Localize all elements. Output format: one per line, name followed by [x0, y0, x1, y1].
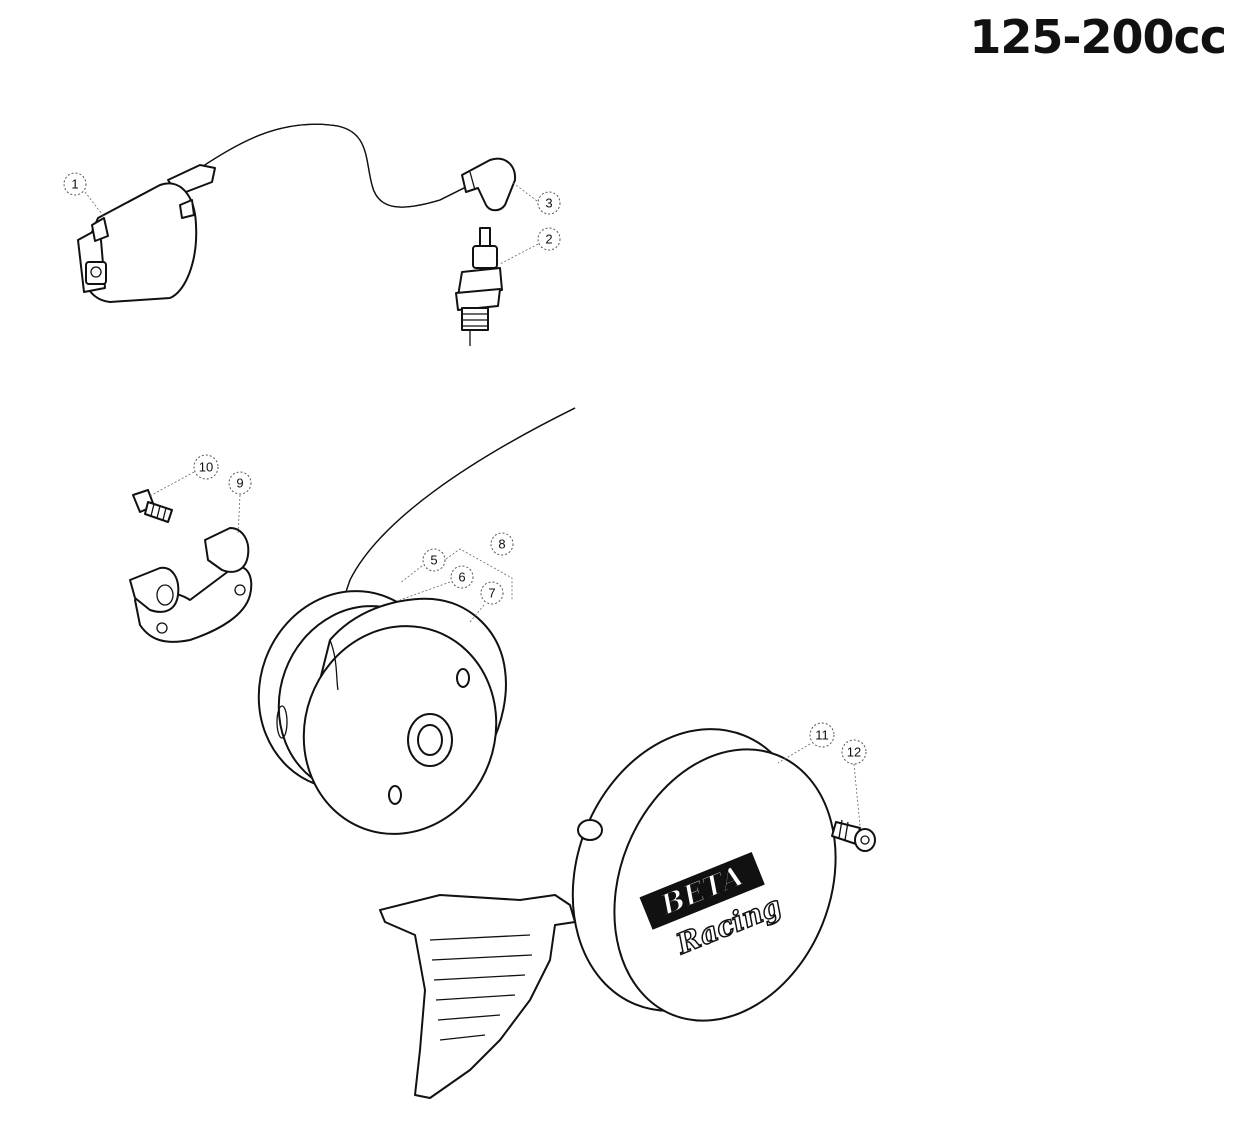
svg-text:12: 12: [847, 745, 861, 760]
svg-text:9: 9: [236, 476, 243, 491]
callout-7: 7: [480, 581, 504, 605]
svg-text:10: 10: [199, 460, 213, 475]
leader-lines: [84, 181, 861, 827]
flywheel-stator: [257, 407, 576, 835]
spark-plug: [455, 227, 503, 346]
callout-1: 1: [63, 172, 87, 196]
ignition-cover: BETA Racing: [379, 728, 837, 1099]
ignition-coil: [77, 123, 471, 303]
callout-10: 10: [193, 454, 219, 480]
svg-text:6: 6: [458, 570, 465, 585]
svg-text:5: 5: [430, 553, 437, 568]
callout-8: 8: [490, 532, 514, 556]
callout-3: 3: [537, 191, 561, 215]
svg-text:7: 7: [488, 586, 495, 601]
callout-6: 6: [450, 565, 474, 589]
callout-5: 5: [422, 548, 446, 572]
svg-text:2: 2: [545, 232, 552, 247]
screw-part-10: [132, 489, 173, 523]
screw-part-12: [831, 819, 876, 852]
callout-2: 2: [537, 227, 561, 251]
callout-12: 12: [841, 739, 867, 765]
svg-text:3: 3: [545, 196, 552, 211]
page-title: 125-200cc: [969, 10, 1227, 64]
callout-9: 9: [228, 471, 252, 495]
bracket-part-9: [129, 527, 253, 643]
svg-text:8: 8: [498, 537, 505, 552]
svg-text:1: 1: [71, 177, 78, 192]
callout-11: 11: [809, 722, 835, 748]
svg-text:11: 11: [815, 728, 829, 743]
spark-plug-cap: [461, 157, 517, 212]
